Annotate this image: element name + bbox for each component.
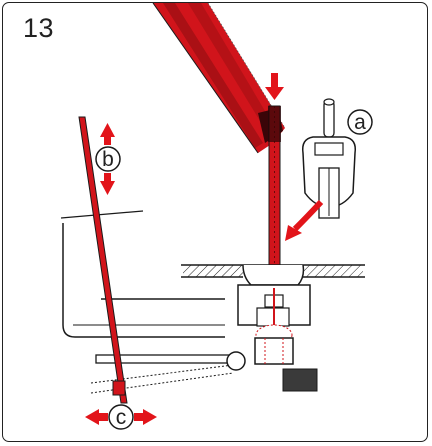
label-a-marker: a (347, 109, 373, 135)
label-b-marker: b (95, 146, 121, 172)
diagram-frame: 13 (2, 2, 428, 442)
needle-threader-part (301, 98, 357, 219)
threader-rod (78, 116, 128, 404)
up-down-arrows (100, 123, 115, 195)
threader-lever (90, 351, 318, 394)
label-c: c (116, 406, 127, 429)
step-number: 13 (23, 13, 55, 43)
insert-direction-arrow (292, 199, 324, 232)
threading-diagram: a (60, 3, 373, 430)
label-b: b (102, 148, 114, 171)
label-c-marker: c (108, 404, 134, 430)
push-down-arrow (265, 73, 284, 100)
machine-arm-outline (60, 210, 225, 338)
needle-thread-guide (268, 105, 281, 289)
needle-clamp (254, 288, 294, 365)
thread-band-upper (152, 3, 286, 154)
left-right-arrows (85, 409, 157, 425)
insert-direction-arrowhead (285, 225, 302, 241)
label-a: a (354, 111, 366, 134)
